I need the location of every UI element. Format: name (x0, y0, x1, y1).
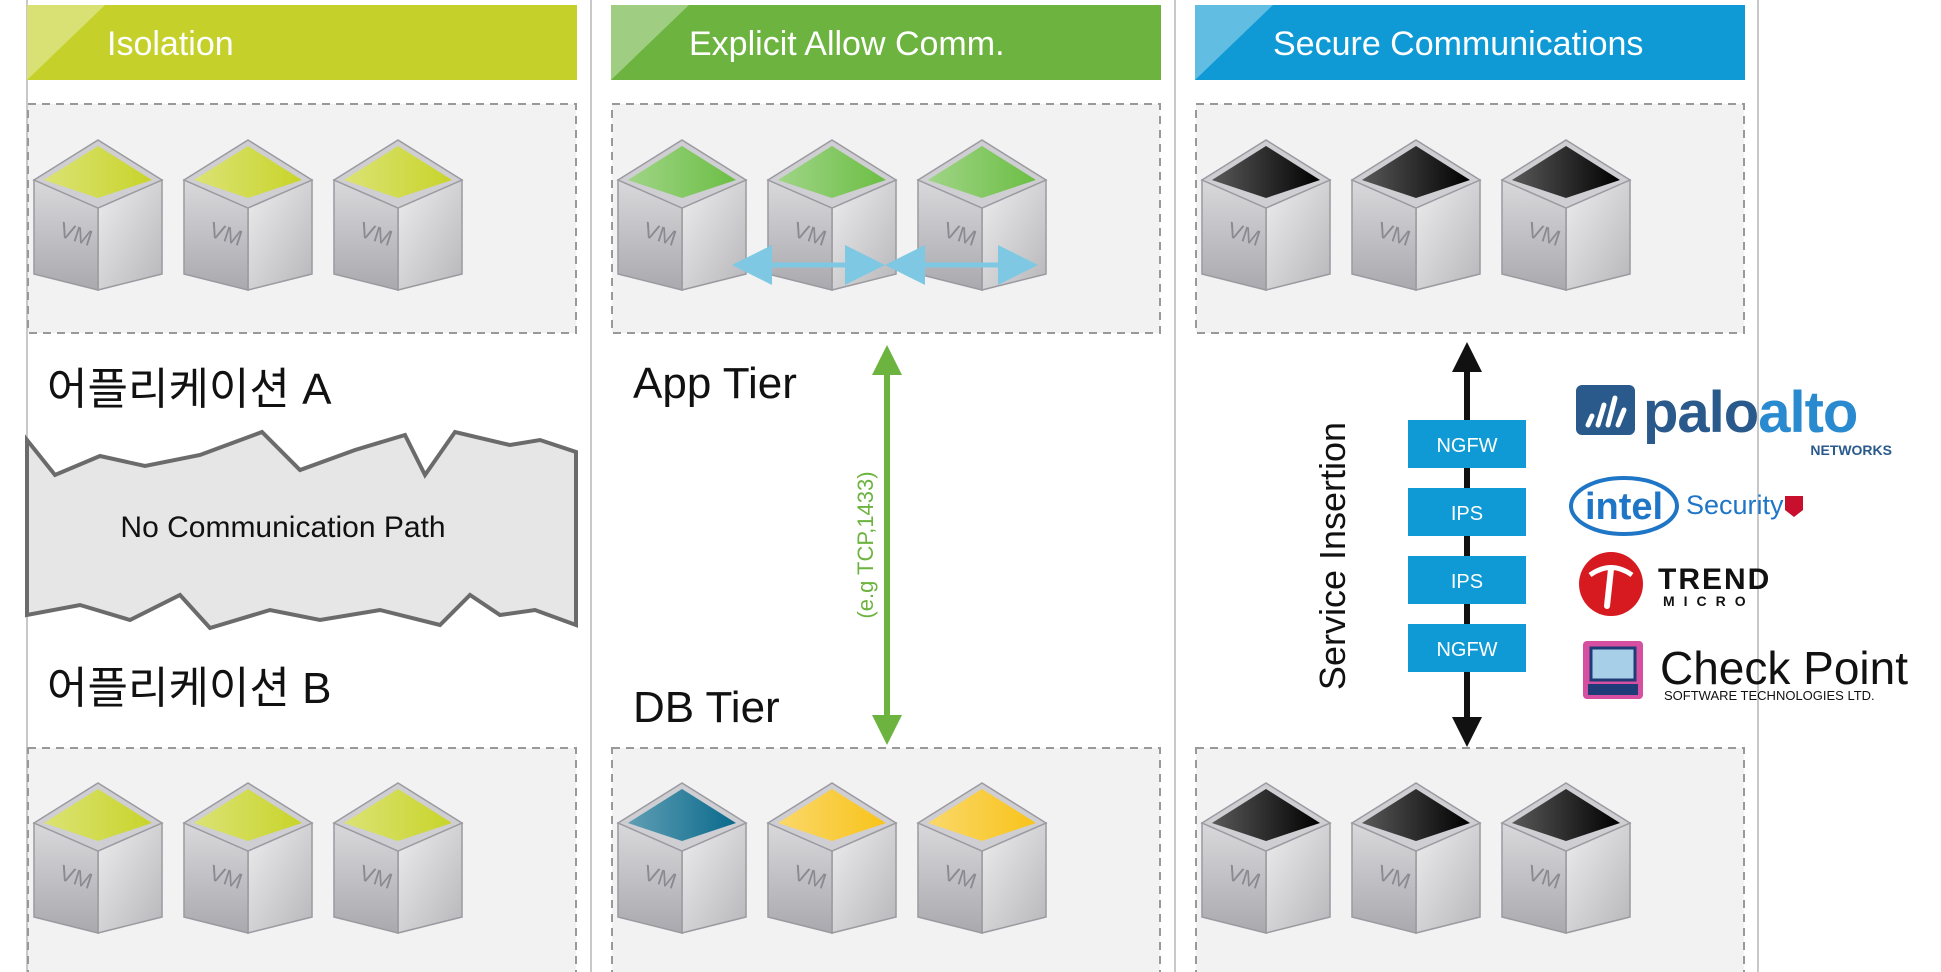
vm-icon: VM (1500, 139, 1632, 291)
db-tier-label: DB Tier (633, 683, 780, 732)
app-a-label: 어플리케이션 A (47, 365, 332, 414)
vm-icon: VM (1500, 782, 1632, 934)
vm-icon: VM (182, 782, 314, 934)
column-header-title: Explicit Allow Comm. (689, 25, 1005, 63)
vm-icon: VM (32, 139, 164, 291)
barrier-text: No Communication Path (120, 511, 445, 544)
paloalto-sub: NETWORKS (1810, 442, 1892, 458)
trend-name: TREND (1658, 563, 1771, 596)
vm-icon: VM (182, 139, 314, 291)
vm-icon: VM (32, 782, 164, 934)
service-insertion-label: Service Insertion (1312, 422, 1353, 690)
no-path-barrier (25, 429, 578, 631)
service-box: NGFW (1408, 624, 1526, 672)
checkpoint-sub: SOFTWARE TECHNOLOGIES LTD. (1664, 688, 1875, 703)
column-header: Secure Communications (1195, 5, 1745, 80)
vm-icon: VM (1200, 782, 1332, 934)
explicit-allow-column: App Tier DB Tier (e.g TCP,1433) (633, 245, 1038, 745)
column-header: Isolation (27, 5, 577, 80)
paloalto-logo: paloalto NETWORKS (1576, 380, 1892, 458)
service-box: IPS (1408, 556, 1526, 604)
vm-icon: VM (916, 782, 1048, 934)
checkpoint-name: Check Point (1660, 642, 1908, 694)
trend-sub: MICRO (1663, 593, 1755, 609)
svg-text:paloalto: paloalto (1643, 380, 1857, 445)
service-box: IPS (1408, 488, 1526, 536)
secure-comm-column: Service Insertion NGFW IPS IPS NGFW (1312, 342, 1526, 747)
service-label: IPS (1451, 571, 1483, 593)
app-tier-label: App Tier (633, 359, 797, 408)
trend-micro-logo: TREND MICRO (1579, 552, 1771, 616)
app-b-label: 어플리케이션 B (47, 664, 331, 713)
intel-name: intel (1585, 486, 1663, 528)
vm-icon: VM (766, 782, 898, 934)
service-label: IPS (1451, 503, 1483, 525)
service-box: NGFW (1408, 420, 1526, 468)
column-header-title: Isolation (107, 25, 234, 63)
paloalto-name-1: palo (1643, 380, 1758, 445)
vm-icon: VM (1350, 139, 1482, 291)
mcafee-shield-icon (1785, 496, 1803, 517)
vm-icon: VM (616, 782, 748, 934)
intel-sub: Security (1686, 490, 1784, 520)
vm-icon: VM (1350, 782, 1482, 934)
checkpoint-logo: Check Point SOFTWARE TECHNOLOGIES LTD. (1583, 641, 1908, 703)
intel-logo: intel Security (1569, 476, 1803, 536)
service-label: NGFW (1436, 639, 1497, 661)
column-header: Explicit Allow Comm. (611, 5, 1161, 80)
isolation-column: 어플리케이션 A No Communication Path 어플리케이션 B (25, 365, 578, 713)
paloalto-name-2: alto (1758, 380, 1857, 445)
vm-icon: VM (332, 139, 464, 291)
port-rule-text: (e.g TCP,1433) (853, 471, 878, 618)
vendor-logos: paloalto NETWORKS intel Security TREND M… (1569, 380, 1908, 703)
vm-icon: VM (332, 782, 464, 934)
column-header-title: Secure Communications (1273, 25, 1643, 63)
service-label: NGFW (1436, 435, 1497, 457)
vm-icon: VM (616, 139, 748, 291)
vm-icon: VM (1200, 139, 1332, 291)
